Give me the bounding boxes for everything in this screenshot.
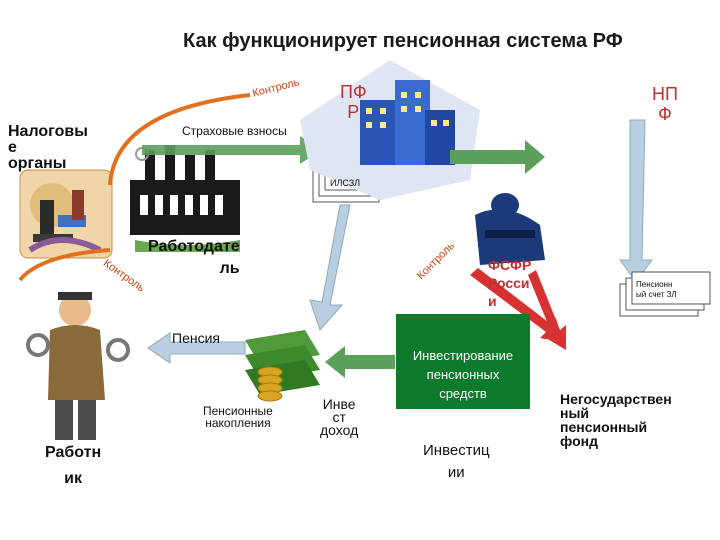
pension-account-documents-icon [619,271,711,317]
pfr-to-npf-arrow [450,140,545,174]
fsfr-label: ФСФР Росси и [488,257,532,309]
worker-icon [26,292,130,440]
control-curve-top [108,93,251,186]
pension-arrow [147,332,246,364]
employer-label: Работодате ль [148,238,240,277]
contributions-label: Страховые взносы [182,124,287,138]
investing-box [396,314,530,409]
factory-icon [130,145,240,252]
ilszl-label: ИЛСЗЛ [330,178,361,188]
invest-income-label: Инве ст доход [320,396,359,438]
contributions-arrow [142,136,322,164]
savings-label: Пенсионные накопления [203,404,273,430]
tax-authority-icon [19,169,113,259]
page-title: Как функционирует пенсионная система РФ [183,30,623,52]
pension-account-label: Пенсионн ый счет ЗЛ [636,280,677,299]
pfr-label: ПФ Р [340,82,367,122]
flow-down-arrows [309,119,653,331]
investing-label: Инвестирование пенсионных средств [412,348,514,401]
investments-label: Инвестиц ии [423,442,490,481]
npf-label: НП Ф [652,84,678,124]
pfr-building-icon [300,60,480,200]
red-arrows [470,268,566,350]
npf-full-label: Негосударствен ный пенсионный фонд [560,391,672,449]
fsfr-official-icon [475,193,545,265]
control-curve-left [18,248,111,282]
money-stack-icon [245,330,320,402]
worker-label: Работн ик [45,444,102,487]
investment-income-arrow [325,346,395,378]
tax-authorities-label: Налоговы е органы [8,123,88,172]
pension-label: Пенсия [172,330,220,346]
